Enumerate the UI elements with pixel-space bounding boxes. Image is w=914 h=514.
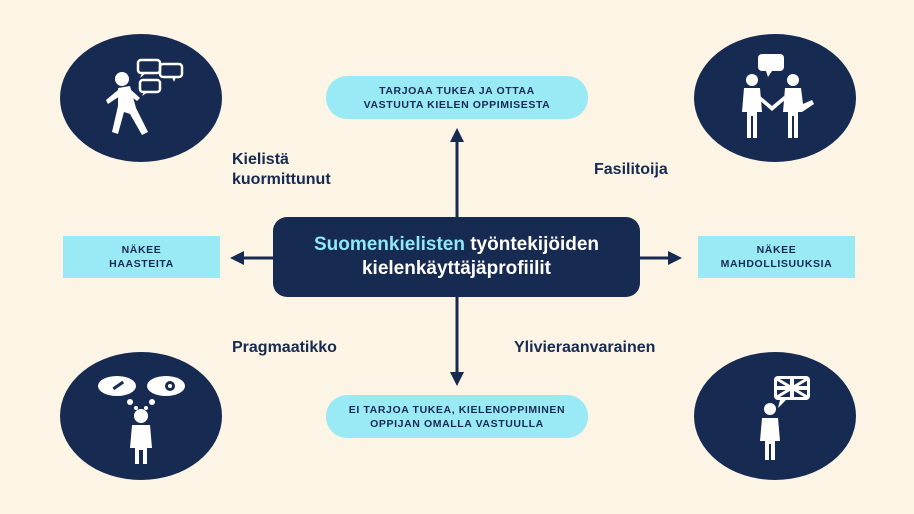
axis-right-line2: MAHDOLLISUUKSIA	[720, 258, 833, 270]
axis-left-line1: NÄKEE	[121, 244, 162, 256]
center-title: Suomenkielisten työntekijöiden kielenkäy…	[273, 217, 640, 297]
axis-label-top: TARJOAA TUKEA JA OTTAA VASTUUTA KIELEN O…	[326, 76, 588, 119]
axis-label-bottom: EI TARJOA TUKEA, KIELENOPPIMINEN OPPIJAN…	[326, 395, 588, 438]
axis-bottom-line1: EI TARJOA TUKEA, KIELENOPPIMINEN	[348, 403, 566, 416]
profile-top-left-line2: kuormittunut	[232, 171, 331, 188]
center-title-highlight: Suomenkielisten	[313, 234, 465, 255]
axis-label-right: NÄKEE MAHDOLLISUUKSIA	[698, 236, 855, 278]
person-thinking-tools-icon	[98, 376, 185, 464]
profile-label-bottom-right: Ylivieraanvarainen	[514, 339, 656, 356]
stressed-walking-person-icon	[106, 58, 184, 135]
person-uk-flag-icon	[760, 376, 810, 460]
profile-circle-bottom-right	[694, 352, 856, 480]
axis-right-line1: NÄKEE	[756, 244, 797, 256]
axis-bottom-line2: OPPIJAN OMALLA VASTUULLA	[370, 417, 544, 430]
center-title-rest: työntekijöiden	[464, 234, 600, 255]
profile-circle-bottom-left	[60, 352, 222, 480]
profile-top-left-line1: Kielistä	[232, 151, 289, 168]
axis-left-line2: HAASTEITA	[109, 258, 174, 270]
two-people-talking-icon	[742, 54, 814, 138]
profile-label-bottom-left: Pragmaatikko	[232, 339, 337, 356]
axis-top-line2: VASTUUTA KIELEN OPPIMISESTA	[363, 98, 551, 111]
profile-label-top-left: Kielistä kuormittunut	[232, 150, 331, 190]
profile-circle-top-left	[60, 34, 222, 162]
axis-top-line1: TARJOAA TUKEA JA OTTAA	[379, 84, 535, 97]
profile-circle-top-right	[694, 34, 856, 162]
axis-label-left: NÄKEE HAASTEITA	[63, 236, 220, 278]
profile-label-top-right: Fasilitoija	[594, 161, 668, 178]
center-title-line2: kielenkäyttäjäprofiilit	[361, 258, 551, 279]
